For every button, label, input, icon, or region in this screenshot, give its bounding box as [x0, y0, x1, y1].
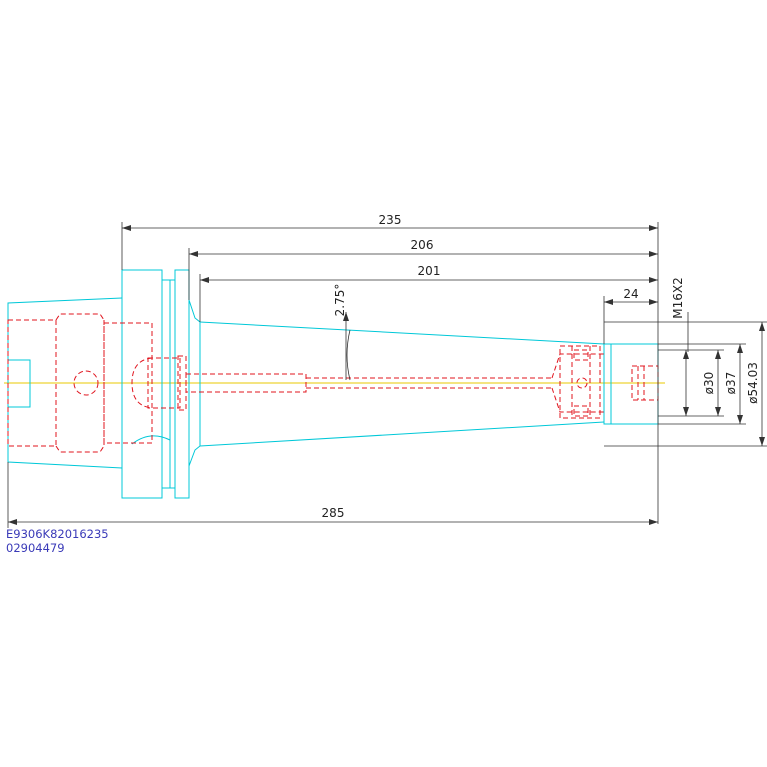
dia-30-label: ø30: [702, 372, 716, 395]
part-number: 02904479: [6, 541, 65, 555]
dimension-lines: [7, 222, 767, 528]
dim-206-label: 206: [411, 238, 434, 252]
dia-37-label: ø37: [724, 372, 738, 395]
hidden-lines: [7, 313, 659, 453]
part-code: E9306K82016235: [6, 527, 109, 541]
thread-label: M16X2: [671, 277, 685, 318]
holder-outline: [7, 269, 659, 499]
dim-201-label: 201: [418, 264, 441, 278]
dimension-arrows: [8, 225, 765, 525]
dim-285-label: 285: [322, 506, 345, 520]
dim-24-label: 24: [623, 287, 638, 301]
dim-235-label: 235: [379, 213, 402, 227]
taper-angle-label: 2.75°: [333, 284, 347, 317]
dia-54-label: ø54.03: [746, 362, 760, 404]
